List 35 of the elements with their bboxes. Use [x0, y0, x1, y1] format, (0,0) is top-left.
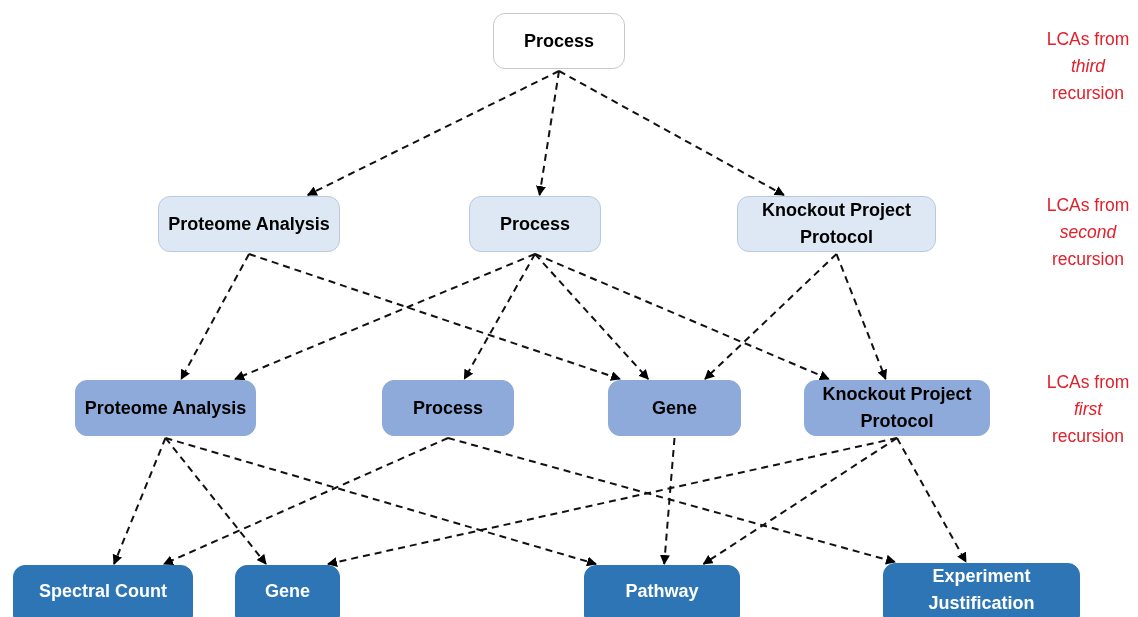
arrow	[112, 437, 167, 565]
first-level-box: Gene	[608, 380, 741, 436]
leaf-node-box: Spectral Count	[13, 565, 193, 617]
arrow	[164, 437, 267, 565]
leaf-node-box: Gene	[235, 565, 340, 617]
arrow	[534, 253, 830, 381]
leaf-node-box: Experiment Justification	[883, 563, 1080, 617]
arrow	[702, 437, 898, 565]
arrow	[162, 437, 449, 565]
arrow	[447, 437, 896, 565]
arrow	[835, 253, 887, 380]
first-level-box: Proteome Analysis	[75, 380, 256, 436]
second-level-box: Proteome Analysis	[158, 196, 340, 252]
first-level-box: Process	[382, 380, 514, 436]
tier-note: LCAs from second recursion	[1045, 194, 1131, 272]
arrow	[180, 253, 250, 380]
arrow	[234, 253, 536, 381]
tier-note: LCAs from first recursion	[1045, 371, 1131, 449]
arrow	[896, 437, 967, 563]
second-level-box: Process	[469, 196, 601, 252]
arrow	[306, 70, 560, 196]
arrow	[164, 437, 597, 567]
arrow	[558, 70, 785, 196]
arrow	[534, 253, 650, 380]
first-level-box: Knockout Project Protocol	[804, 380, 990, 436]
arrow	[536, 70, 560, 196]
arrow	[704, 253, 838, 380]
tier-note: LCAs from third recursion	[1045, 28, 1131, 106]
arrow	[327, 437, 898, 567]
root-node-box: Process	[493, 13, 625, 69]
arrow	[463, 253, 536, 380]
second-level-box: Knockout Project Protocol	[737, 196, 936, 252]
arrow	[248, 253, 621, 381]
leaf-node-box: Pathway	[584, 565, 740, 617]
arrow	[659, 437, 676, 565]
